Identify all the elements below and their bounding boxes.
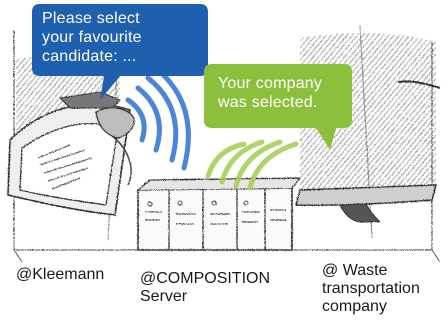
caption-composition-server: @COMPOSITION Server	[140, 270, 271, 305]
response-speech-bubble	[204, 64, 352, 150]
blue-wave-3	[145, 75, 179, 163]
tablet-with-hand-sketch-icon	[7, 54, 135, 216]
green-wave-1	[205, 141, 247, 179]
blue-signal-waves	[125, 67, 191, 171]
green-signal-waves	[205, 139, 299, 191]
request-speech-bubble	[32, 4, 208, 100]
green-wave-2	[219, 139, 265, 185]
green-wave-4	[247, 141, 299, 191]
caption-kleemann: @Kleemann	[16, 266, 105, 283]
green-wave-3	[233, 139, 283, 189]
blue-wave-4	[155, 67, 191, 171]
blue-wave-2	[135, 85, 162, 153]
request-bubble-text: Please select your favourite candidate: …	[42, 10, 142, 65]
blue-wave-1	[125, 97, 147, 143]
caption-waste-transportation-company: @ Waste transportation company	[322, 262, 420, 315]
response-bubble-text: Your company was selected.	[218, 75, 323, 111]
server-rack-sketch-icon	[137, 177, 302, 251]
